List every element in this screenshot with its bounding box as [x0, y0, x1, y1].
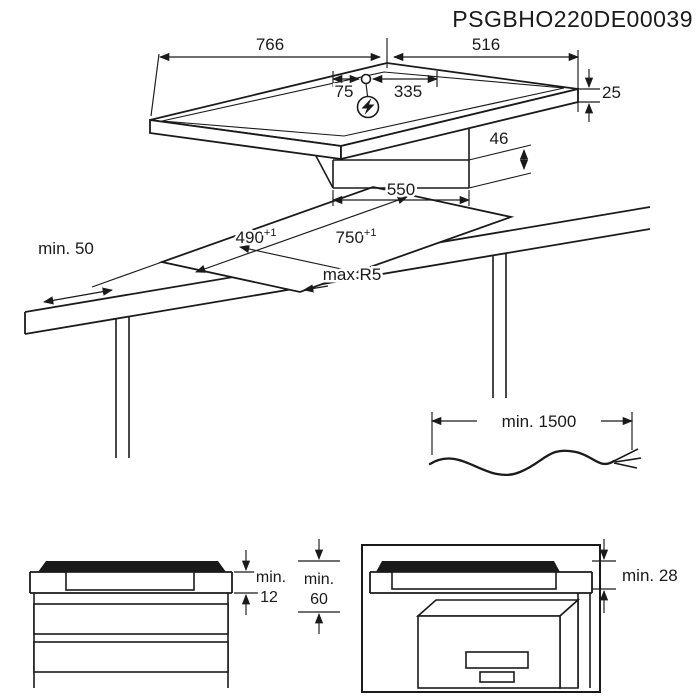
- hob-thickness-dimension: 25: [578, 69, 623, 122]
- hob-glass-side-oven: [376, 561, 560, 572]
- svg-text:25: 25: [602, 83, 621, 102]
- connection-position-dimensions: 75 335: [331, 71, 439, 104]
- cabinet-panel: [577, 593, 591, 688]
- hob-perspective-drawing: 766 516 25 75 335: [149, 33, 623, 206]
- power-connection-icon: [356, 83, 380, 119]
- worktop-cutout-drawing: 750+1 490+1 min. 50 max R5: [24, 186, 651, 458]
- svg-text:550: 550: [387, 180, 415, 199]
- svg-text:335: 335: [394, 82, 422, 101]
- svg-text:46: 46: [490, 129, 509, 148]
- hob-inner-edge: [161, 71, 565, 137]
- svg-text:min.: min.: [256, 569, 286, 586]
- svg-text:490+1: 490+1: [236, 227, 277, 247]
- svg-text:75: 75: [335, 82, 354, 101]
- drawer-front-lower: [33, 641, 229, 673]
- svg-text:max R5: max R5: [323, 265, 382, 284]
- hob-casing-side: [65, 571, 195, 591]
- drawer-installation-drawing: min. 12 min. 60: [29, 539, 340, 688]
- worktop-left-leg: [115, 317, 130, 458]
- hob-casing: [315, 128, 470, 189]
- svg-text:min. 1500: min. 1500: [502, 412, 577, 431]
- power-cable: [428, 449, 616, 477]
- oven-handle: [465, 651, 529, 669]
- svg-text:12: 12: [260, 589, 278, 606]
- under-hob-clearance-dimension: min. 60: [298, 539, 340, 634]
- hob-glass-side: [38, 561, 226, 572]
- hob-width-dimension: 766: [150, 33, 388, 117]
- casing-height-dimension: 46: [468, 127, 532, 189]
- svg-text:min.: min.: [304, 571, 334, 588]
- connection-point: [360, 73, 372, 85]
- oven-clearance-dimension: min. 28: [592, 539, 680, 613]
- worktop-thickness-dimension: min. 12: [234, 550, 289, 615]
- oven-install-frame: [361, 544, 601, 693]
- lightning-bolt-icon: [361, 98, 375, 115]
- svg-text:60: 60: [310, 591, 328, 608]
- power-cable-drawing: min. 1500: [428, 410, 642, 477]
- drawer-front-upper: [33, 603, 229, 635]
- side-clearance-dimension: min. 50: [36, 237, 163, 305]
- hob-casing-side-oven: [391, 571, 557, 590]
- cutout-depth-dimension: 490+1: [233, 225, 380, 280]
- hob-depth-dimension: 516: [392, 33, 580, 112]
- oven-vent: [479, 671, 515, 683]
- oven: [415, 598, 581, 689]
- cable-length-dimension: min. 1500: [430, 410, 634, 455]
- svg-text:766: 766: [256, 35, 284, 54]
- oven-installation-drawing: min. 28: [361, 539, 680, 693]
- svg-text:min. 28: min. 28: [622, 566, 678, 585]
- page-title: PSGBHO220DE00039: [452, 6, 693, 32]
- svg-text:min. 50: min. 50: [38, 239, 94, 258]
- svg-text:516: 516: [472, 35, 500, 54]
- worktop-right-leg: [492, 254, 507, 398]
- casing-width-dimension: 550: [331, 178, 471, 206]
- corner-radius-label: max R5: [302, 263, 384, 293]
- cable-wire-strands: [613, 448, 642, 469]
